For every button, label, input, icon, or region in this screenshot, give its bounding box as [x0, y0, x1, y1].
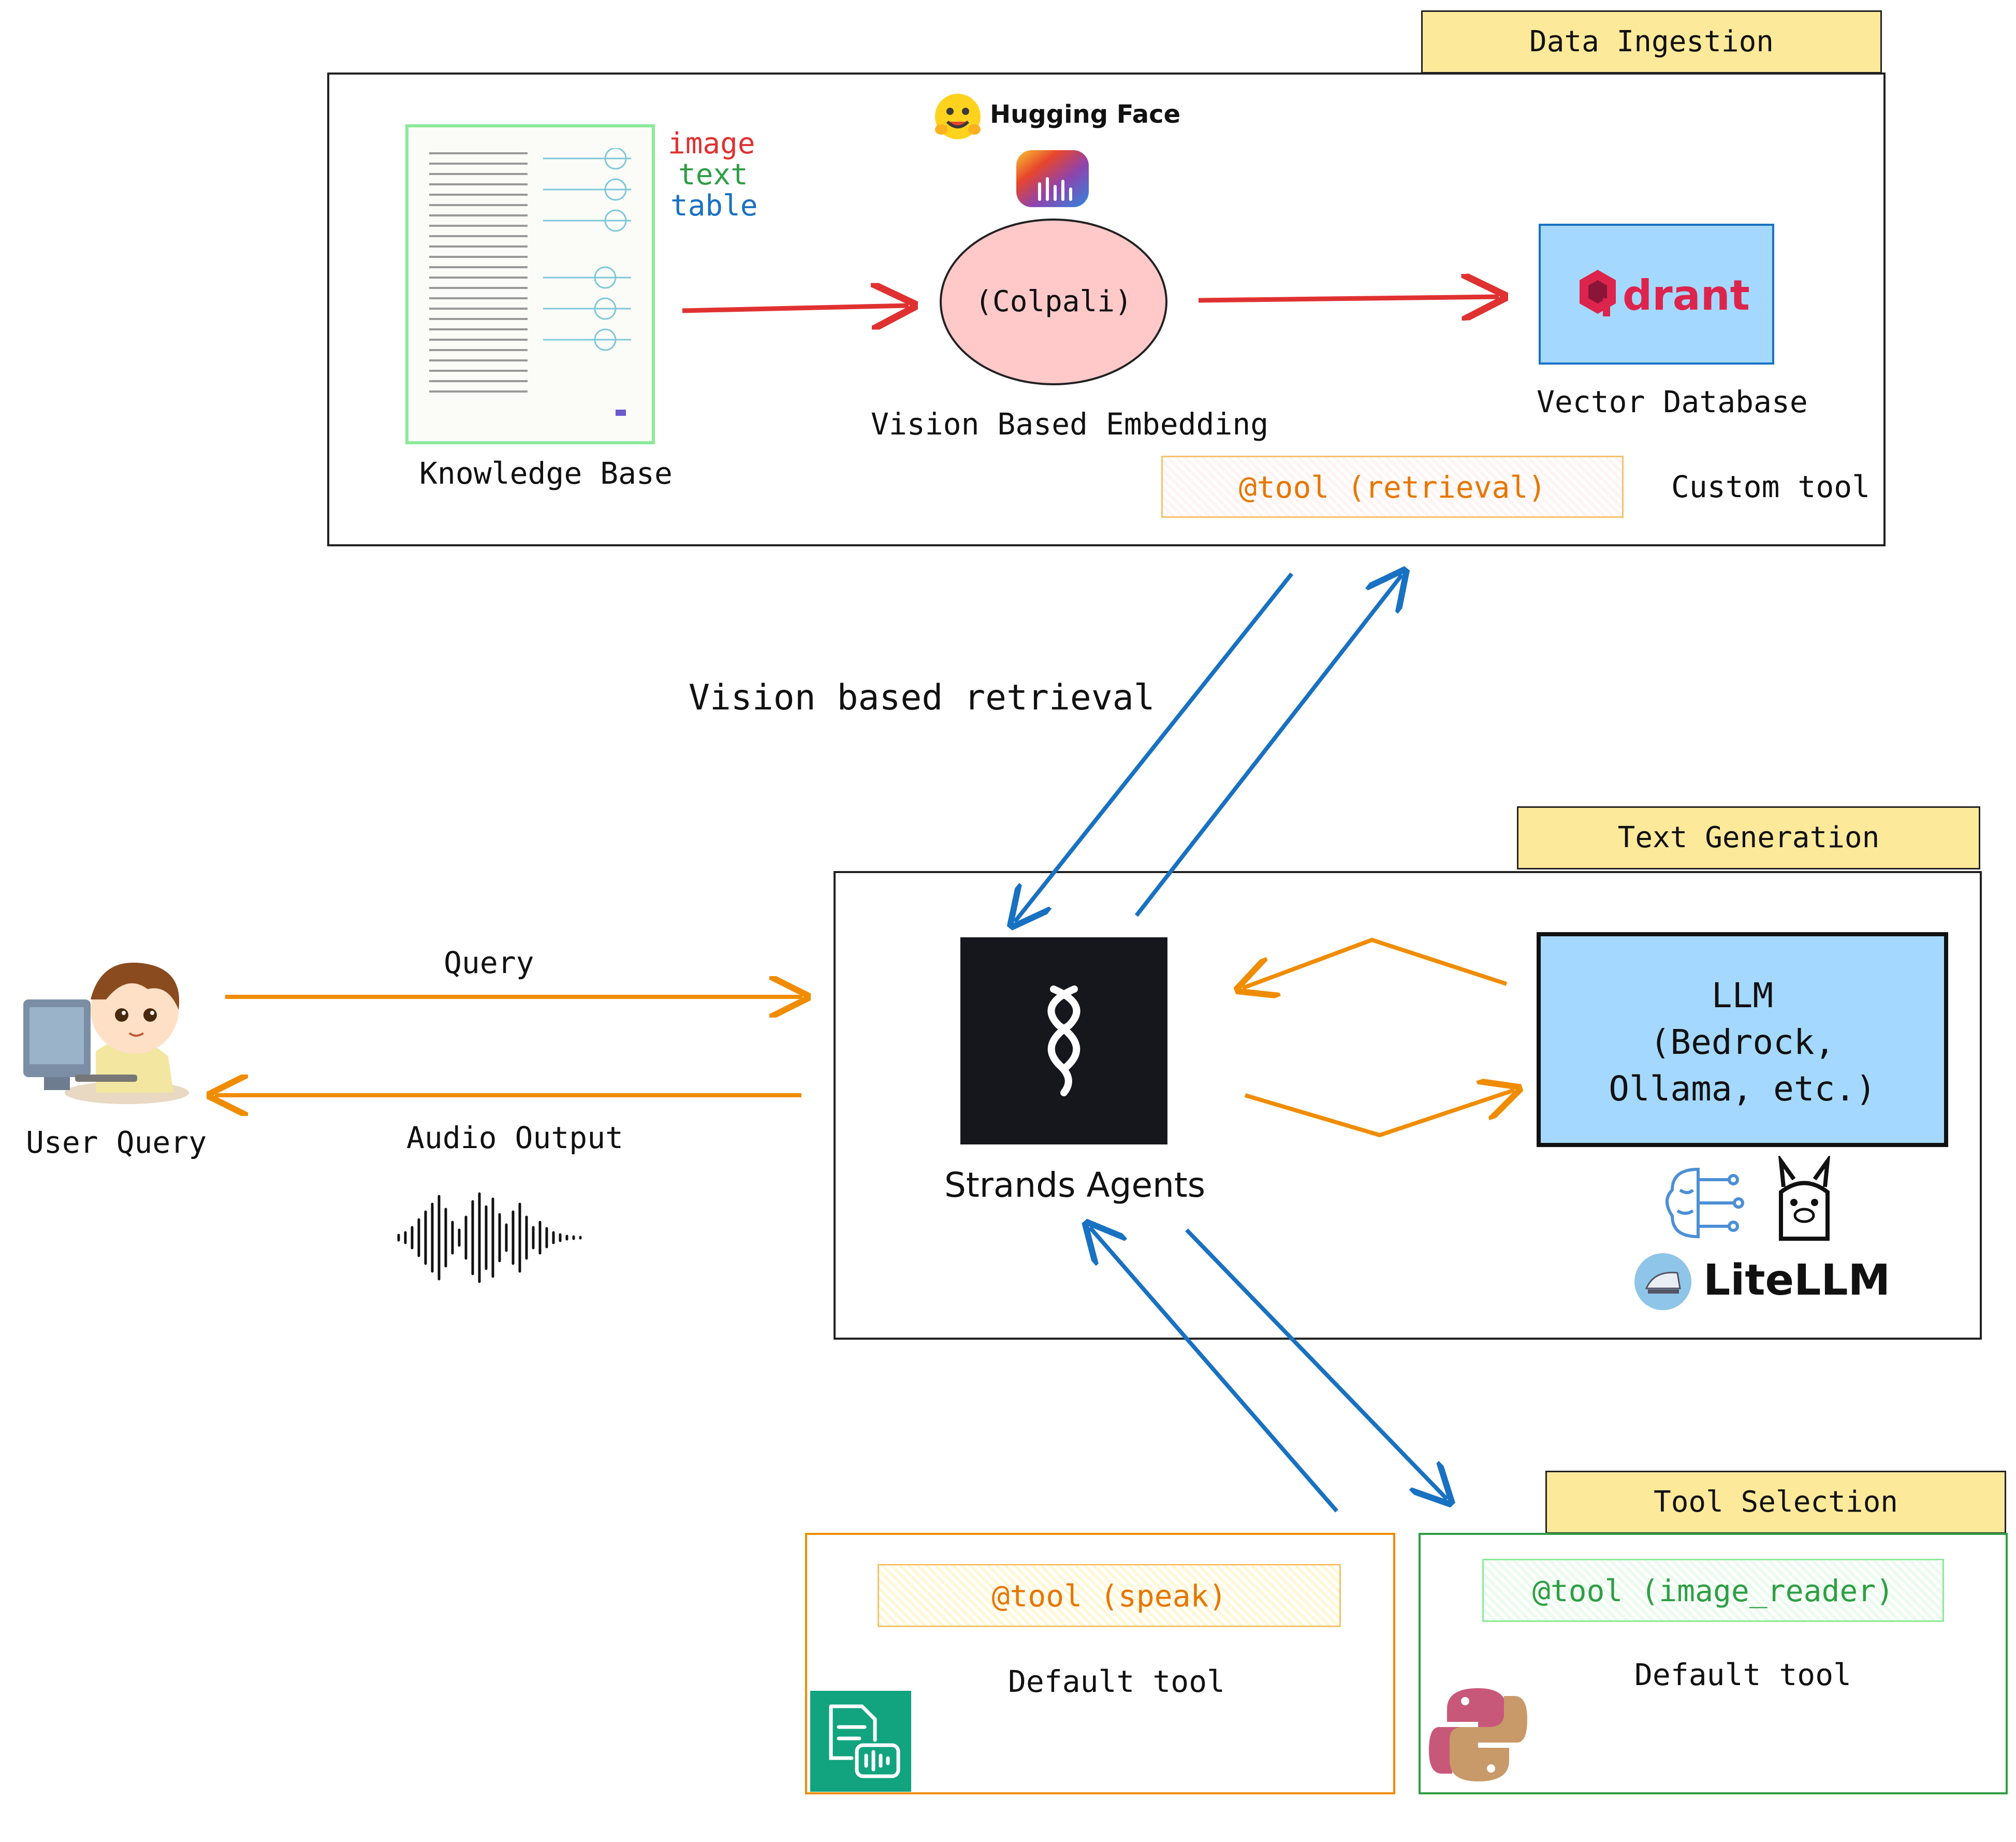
strands-agent-label: Strands Agents: [944, 1165, 1206, 1205]
document-page-icon: [429, 147, 631, 416]
sound-wave-icon: [396, 1191, 593, 1284]
qdrant-logo-icon: [1577, 267, 1618, 319]
audio-output-label: Audio Output: [406, 1120, 624, 1155]
retrieval-tool-chip: @tool (retrieval): [1161, 456, 1624, 518]
vision-retrieval-label: Vision based retrieval: [689, 677, 1155, 718]
colpali-to-qdrant-arrow: [1198, 297, 1499, 300]
query-arrow-label: Query: [444, 945, 534, 980]
modality-text: text: [678, 158, 748, 192]
qdrant-logo-box: drant: [1539, 224, 1774, 365]
speak-tool-panel: [805, 1533, 1395, 1794]
text-generation-panel: [834, 871, 1982, 1340]
retrieval-down-arrow: [1015, 572, 1294, 922]
llama-icon: [1771, 1153, 1838, 1244]
child-at-computer-icon: [13, 937, 192, 1108]
knowledge-base-document: [405, 124, 655, 444]
tool-selection-tag: Tool Selection: [1545, 1471, 2006, 1534]
image-reader-default-tool-label: Default tool: [1634, 1657, 1852, 1692]
strands-agent-node: [960, 937, 1167, 1144]
image-reader-tool-chip: @tool (image_reader): [1482, 1559, 1944, 1622]
colpali-embedding-node: (Colpali): [940, 219, 1167, 385]
custom-tool-label: Custom tool: [1671, 469, 1871, 504]
embedding-label: Vision Based Embedding: [871, 407, 1269, 442]
modality-image: image: [668, 127, 755, 161]
brain-circuit-icon: [1657, 1159, 1745, 1247]
speak-tool-chip: @tool (speak): [878, 1564, 1341, 1627]
litellm-label: LiteLLM: [1703, 1256, 1891, 1305]
qdrant-logo-text: drant: [1623, 271, 1750, 320]
strands-logo: [1033, 984, 1095, 1098]
llm-node: LLM (Bedrock, Ollama, etc.): [1537, 932, 1948, 1147]
agent-to-tools-arrow: [1185, 1228, 1447, 1499]
knowledge-base-label: Knowledge Base: [419, 456, 673, 491]
llm-line-1: LLM: [1711, 976, 1774, 1016]
llm-line-2: (Bedrock,: [1649, 1022, 1835, 1062]
speak-default-tool-label: Default tool: [1008, 1664, 1225, 1699]
vector-db-label: Vector Database: [1537, 384, 1808, 419]
user-query-label: User Query: [26, 1125, 207, 1160]
litellm-icon: [1633, 1252, 1693, 1312]
tools-to-agent-arrow: [1090, 1227, 1339, 1513]
hugging-face-label: Hugging Face: [990, 100, 1181, 129]
colpali-icon: [1014, 148, 1091, 210]
python-image-icon: [1426, 1683, 1530, 1787]
image-reader-tool-panel: [1419, 1533, 2008, 1794]
llm-line-3: Ollama, etc.): [1609, 1069, 1876, 1109]
modality-table: table: [670, 189, 758, 223]
text-to-speech-icon: [810, 1691, 911, 1792]
kb-to-colpali-arrow: [682, 306, 909, 311]
retrieval-up-arrow: [1134, 575, 1402, 917]
agent-to-llm-arrow: [1244, 1090, 1514, 1138]
hugging-face-icon: [932, 91, 984, 142]
llm-to-agent-arrow: [1243, 937, 1508, 988]
data-ingestion-panel: [327, 72, 1886, 546]
text-generation-tag: Text Generation: [1517, 806, 1980, 869]
data-ingestion-tag: Data Ingestion: [1421, 10, 1882, 74]
